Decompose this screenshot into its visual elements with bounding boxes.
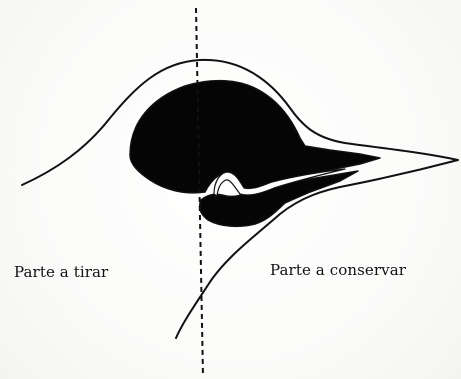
right-part-label: Parte a conservar [270, 261, 406, 279]
left-part-label: Parte a tirar [14, 263, 108, 281]
